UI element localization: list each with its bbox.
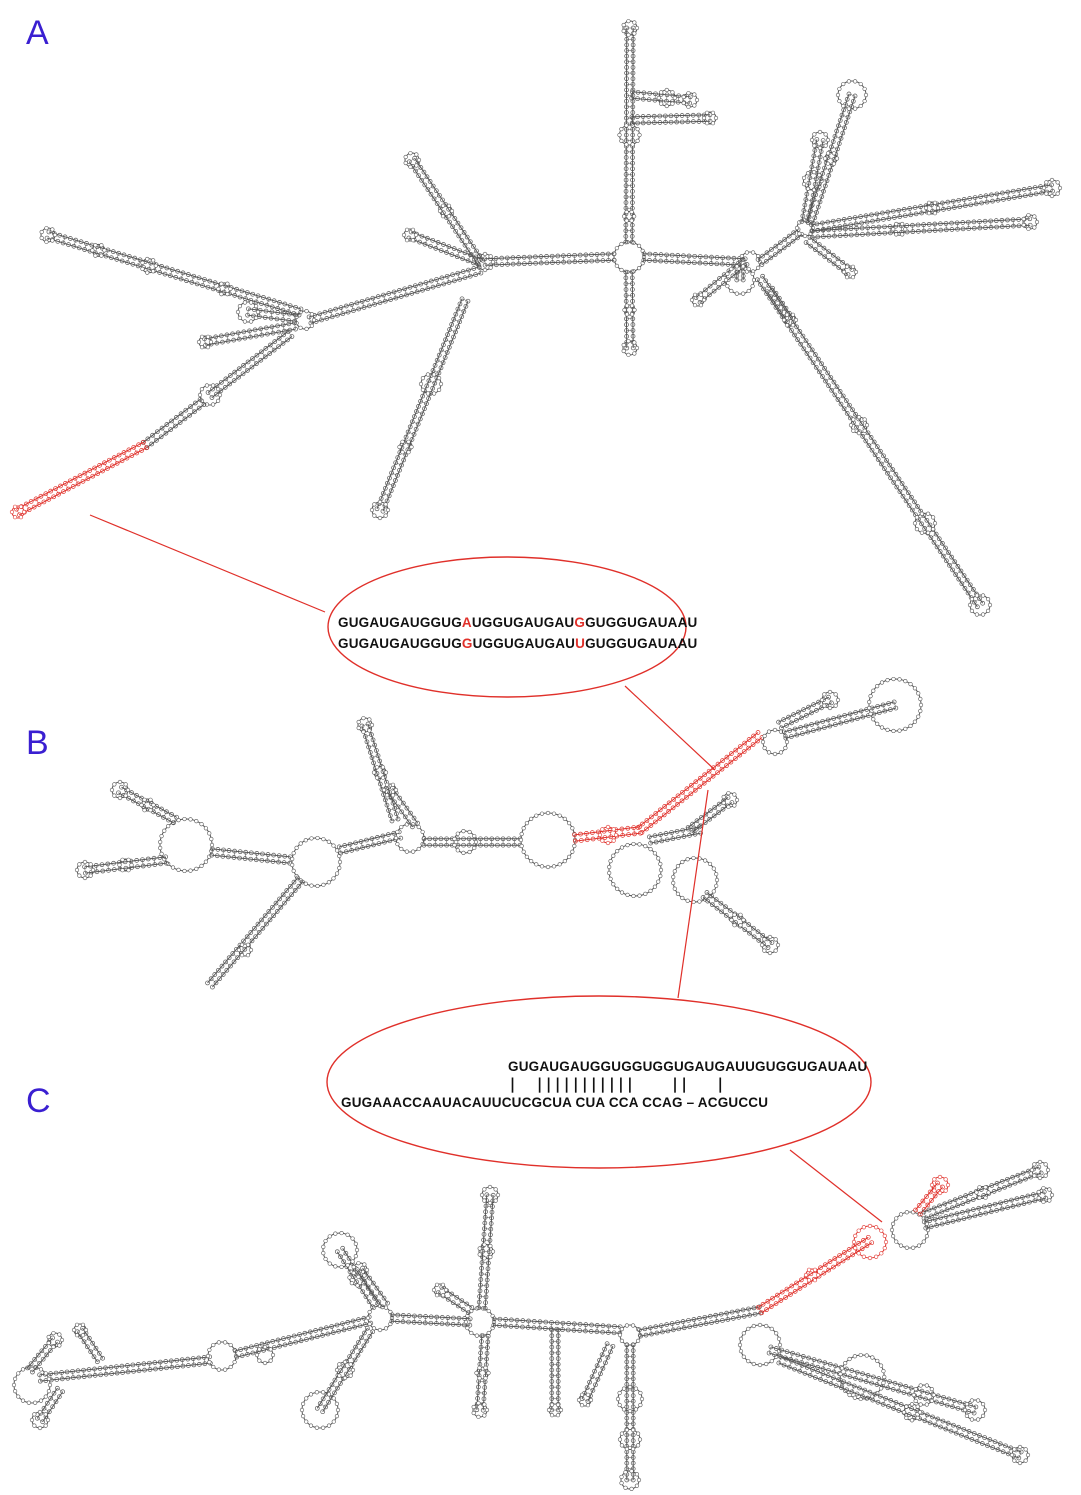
callout-1-ellipse (327, 556, 687, 698)
panel-label-a: A (26, 14, 49, 52)
connector-callout-1-to-b (624, 685, 716, 771)
mutation-highlight: G (574, 615, 585, 630)
connector-callout-2-to-c (789, 1149, 883, 1223)
callout-1: GUGAUGAUGGUGAUGGUGAUGAUGGUGGUGAUAAU GUGA… (327, 556, 698, 698)
mutation-highlight: A (462, 615, 472, 630)
structure-b (74, 676, 924, 990)
callout-2-bottom-strand: GUGAAACCAAUACAUUCUCGCUA CUA CCA CCAG – A… (341, 1095, 768, 1110)
mutation-highlight: G (462, 636, 473, 651)
mutation-highlight: U (575, 636, 585, 651)
rna-secondary-structures (9, 19, 1063, 1491)
connector-b-to-callout-2 (677, 789, 709, 999)
callout-2-ellipse (326, 995, 872, 1169)
structure-a (9, 19, 1063, 617)
callout-2: GUGAUGAUGGUGGUGGUGAUGAUUGUGGUGAUAAU | ||… (326, 995, 872, 1169)
callout-2-base-pairing: | ||||||||||| || | (508, 1075, 725, 1094)
structure-c (11, 1159, 1055, 1491)
callout-1-sequence-line-2: GUGAUGAUGGUGGUGGUGAUGAUUGUGGUGAUAAU (338, 636, 698, 651)
connector-a-to-callout-1 (89, 514, 326, 613)
callout-1-sequence-line-1: GUGAUGAUGGUGAUGGUGAUGAUGGUGGUGAUAAU (338, 615, 698, 630)
panel-label-b: B (26, 724, 49, 762)
callout-2-top-strand: GUGAUGAUGGUGGUGGUGAUGAUUGUGGUGAUAAU (508, 1059, 868, 1074)
panel-label-c: C (26, 1082, 51, 1120)
